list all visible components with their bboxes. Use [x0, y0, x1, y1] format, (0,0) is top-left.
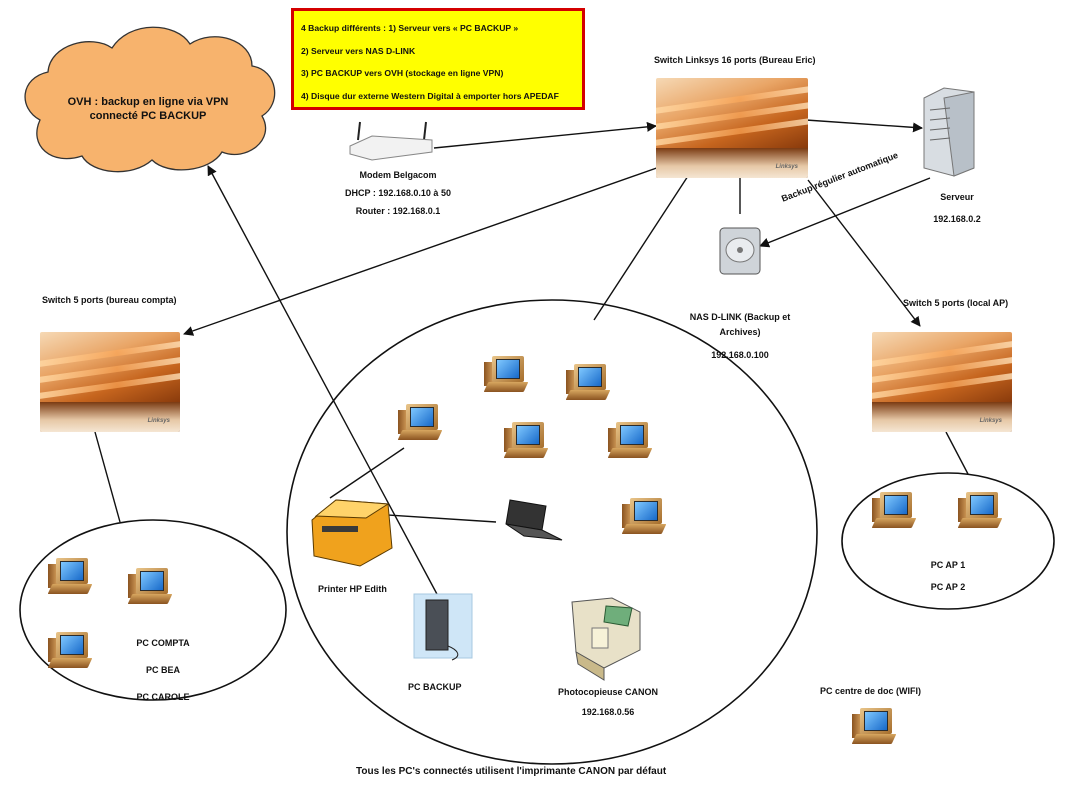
pc-icon — [397, 402, 444, 442]
photocopier-icon — [571, 597, 641, 681]
photocopier-label-block: Photocopieuse CANON 192.168.0.56 — [548, 682, 668, 722]
link-switch-server — [805, 119, 923, 133]
nas-line1: NAS D-LINK (Backup et — [689, 312, 791, 322]
ap-pc-list: PC AP 1 PC AP 2 — [918, 554, 978, 598]
legend-line-3: 3) PC BACKUP vers OVH (stockage en ligne… — [301, 68, 504, 78]
ovh-cloud-line2: connecté PC BACKUP — [89, 109, 207, 122]
pc-backup-tower-icon — [413, 593, 473, 661]
photocopier-ip: 192.168.0.56 — [581, 707, 635, 717]
footer-note: Tous les PC's connectés utilisent l'impr… — [356, 766, 667, 777]
modem-name: Modem Belgacom — [359, 170, 437, 180]
pc-icon — [871, 490, 918, 530]
pc-backup-label: PC BACKUP — [408, 682, 462, 692]
main-switch-label: Switch Linksys 16 ports (Bureau Eric) — [654, 55, 816, 65]
ap-switch-logo: Linksys — [979, 418, 1002, 424]
pc-icon — [483, 354, 530, 394]
modem-label-block: Modem Belgacom DHCP : 192.168.0.10 à 50 … — [338, 166, 458, 220]
compta-pc-1: PC COMPTA — [136, 638, 190, 648]
nas-ip: 192.168.0.100 — [711, 350, 769, 360]
compta-switch-logo: Linksys — [147, 418, 170, 424]
pc-icon — [47, 556, 94, 596]
compta-pc-list: PC COMPTA PC BEA PC CAROLE — [128, 630, 198, 711]
server-label-block: Serveur 192.168.0.2 — [922, 186, 992, 230]
compta-switch-label: Switch 5 ports (bureau compta) — [42, 295, 177, 305]
link-switch-ap — [807, 179, 921, 327]
server-ip: 192.168.0.2 — [933, 214, 981, 224]
main-office-circle — [286, 299, 818, 765]
link-server-nas — [759, 177, 931, 248]
modem-router: Router : 192.168.0.1 — [355, 206, 441, 216]
nas-label-block: NAS D-LINK (Backup et Archives) 192.168.… — [676, 310, 804, 363]
ovh-cloud-line1: OVH : backup en ligne via VPN — [67, 96, 229, 108]
modem-icon — [349, 121, 433, 161]
pc-icon — [607, 420, 654, 460]
compta-switch-image: Linksys — [40, 332, 180, 432]
compta-circle — [19, 519, 287, 701]
link-ap-switch-circle — [945, 431, 969, 475]
pc-icon — [957, 490, 1004, 530]
link-compta-switch-circle — [94, 431, 121, 523]
backup-legend-box: 4 Backup différents : 1) Serveur vers « … — [291, 8, 585, 110]
pc-icon — [47, 630, 94, 670]
printer-label: Printer HP Edith — [318, 584, 387, 594]
compta-pc-3: PC CAROLE — [136, 692, 190, 702]
server-icon — [923, 87, 975, 177]
pc-icon — [127, 566, 174, 606]
ap-pc-2: PC AP 2 — [930, 582, 966, 592]
nas-line2: Archives) — [719, 327, 761, 337]
pc-icon — [565, 362, 612, 402]
main-switch-image: Linksys — [656, 78, 808, 178]
ovh-cloud-shape — [24, 26, 276, 173]
legend-line-1: 4 Backup différents : 1) Serveur vers « … — [301, 23, 519, 33]
server-name: Serveur — [940, 192, 974, 202]
photocopier-name: Photocopieuse CANON — [557, 687, 658, 697]
pc-icon — [851, 706, 898, 746]
ap-pc-1: PC AP 1 — [930, 560, 966, 570]
switch-logo-mark: Linksys — [775, 164, 798, 170]
laptop-icon — [505, 499, 563, 541]
modem-dhcp: DHCP : 192.168.0.10 à 50 — [345, 188, 451, 198]
link-modem-switch — [433, 121, 657, 149]
legend-line-4: 4) Disque dur externe Western Digital à … — [301, 90, 559, 101]
link-pc-printer — [329, 447, 405, 499]
link-printer-laptop — [371, 513, 497, 523]
legend-line-2: 2) Serveur vers NAS D-LINK — [301, 45, 416, 56]
link-pcbackup-ovh — [207, 165, 439, 597]
compta-pc-2: PC BEA — [145, 665, 180, 675]
nas-drive-icon — [719, 227, 761, 275]
link-switch-compta — [183, 163, 669, 336]
ap-circle — [841, 472, 1055, 610]
ap-switch-label: Switch 5 ports (local AP) — [903, 298, 1009, 308]
doc-pc-label: PC centre de doc (WIFI) — [820, 686, 922, 696]
link-switch-main-circle — [593, 175, 689, 321]
pc-icon — [621, 496, 668, 536]
ap-switch-image: Linksys — [872, 332, 1012, 432]
printer-icon — [311, 499, 393, 567]
ovh-cloud-label: OVH : backup en ligne via VPN connecté P… — [52, 96, 244, 124]
pc-icon — [503, 420, 550, 460]
